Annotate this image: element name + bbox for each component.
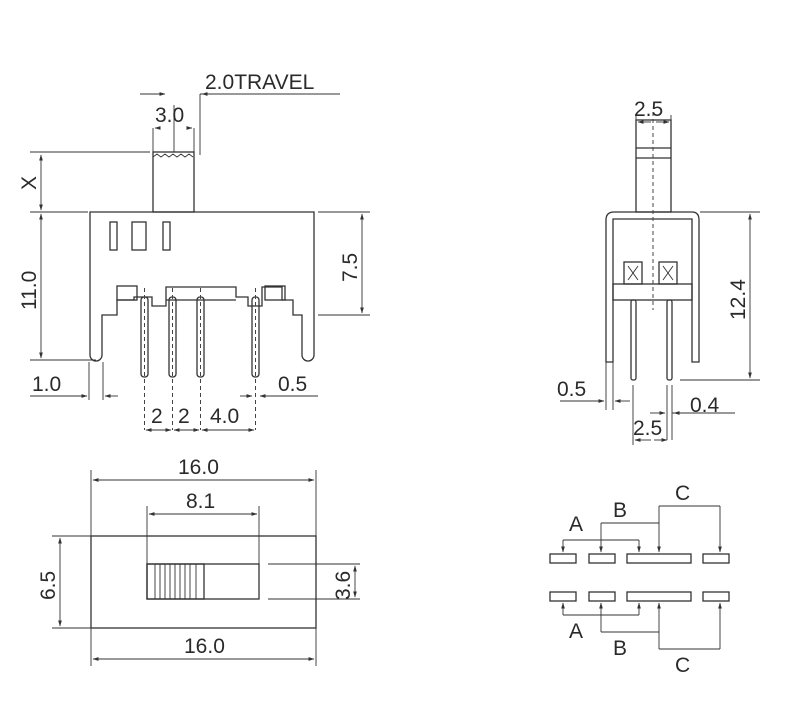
frame-thickness-label: 0.5 [557,378,586,401]
bottom-width-label: 16.0 [184,635,225,658]
pitch-2-label: 2 [178,405,190,428]
side-view: 2.5 12.4 0.5 0.4 2.5 [557,98,760,445]
pitch-3-label: 4.0 [210,405,239,428]
pin-spacing-label: 2.5 [633,417,662,440]
top-label-a: A [569,513,583,536]
slot-length-label: 8.1 [186,490,215,513]
contact-schematic: A B C A B C [549,482,730,677]
top-width-label: 16.0 [178,456,219,479]
actuator-height-label: 3.6 [332,571,355,600]
top-label-c: C [675,482,690,505]
top-label-b: B [613,499,627,522]
actuator-width-label: 3.0 [155,104,184,127]
bottom-label-c: C [675,654,690,677]
x-label: X [18,176,41,190]
pitch-1-label: 2 [151,405,163,428]
front-view: 2.0TRAVEL 3.0 X 11.0 7.5 1.0 0.5 2 2 4.0 [18,71,370,432]
top-view: 16.0 8.1 6.5 3.6 16.0 [37,456,360,666]
bottom-label-b: B [613,637,627,660]
pin-width-label: 0.5 [278,373,307,396]
base-height-label: 7.5 [339,253,362,282]
depth-label: 6.5 [37,571,60,600]
pin-thickness-label: 0.4 [690,394,720,417]
bottom-label-a: A [569,620,583,643]
travel-label: 2.0TRAVEL [205,71,314,94]
side-actuator-width-label: 2.5 [634,98,663,121]
leg-width-label: 1.0 [32,373,61,396]
side-height-label: 12.4 [727,279,750,320]
body-height-label: 11.0 [18,271,41,310]
